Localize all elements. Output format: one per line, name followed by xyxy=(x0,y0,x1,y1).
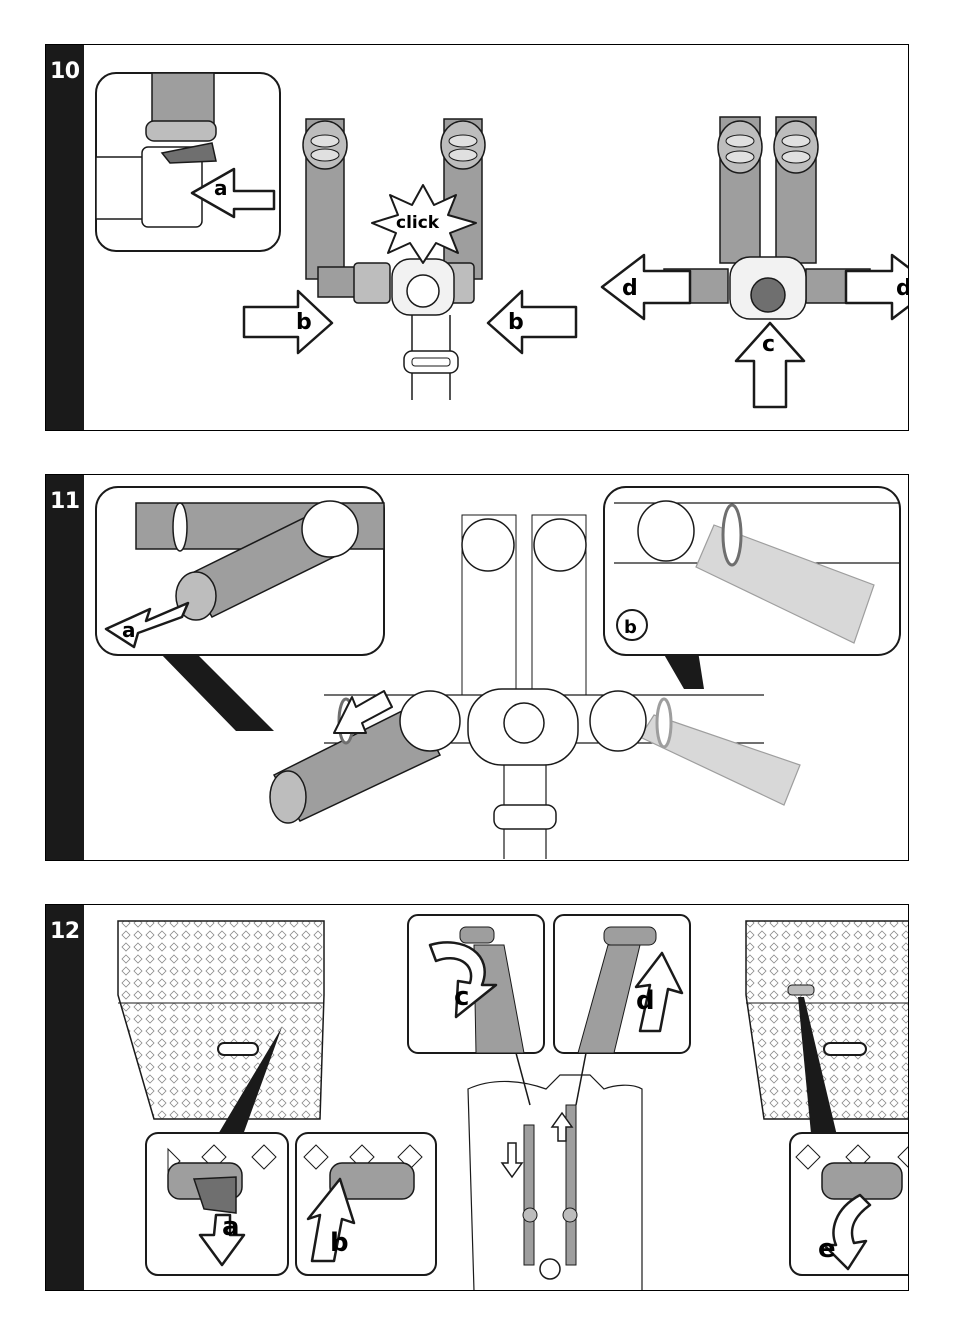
step-bar: 10 xyxy=(46,45,84,430)
label-click: click xyxy=(396,213,440,233)
label-a: a xyxy=(122,618,136,642)
label-b: b xyxy=(624,617,637,638)
step-12-panel: 12 a xyxy=(45,904,909,1291)
step-number: 11 xyxy=(50,489,80,514)
seat-back-left: a xyxy=(118,921,324,1275)
step-bar: 11 xyxy=(46,475,84,860)
label-a: a xyxy=(214,176,228,200)
step-number: 10 xyxy=(50,59,80,84)
step-10-illustration: a click b xyxy=(84,45,909,430)
harness-unbuckle-figure: click b b xyxy=(244,119,576,400)
label-b-right: b xyxy=(508,310,524,335)
inset-detail-a: a xyxy=(96,73,280,251)
step-11-panel: 11 a b xyxy=(45,474,909,861)
label-b: b xyxy=(330,1228,349,1258)
step-10-panel: 10 a xyxy=(45,44,909,431)
label-c: c xyxy=(762,332,775,357)
step-12-illustration: a b c d xyxy=(84,905,909,1290)
inset-c: c xyxy=(408,915,544,1053)
label-b-left: b xyxy=(296,310,312,335)
step-bar: 12 xyxy=(46,905,84,1290)
label-e: e xyxy=(818,1234,836,1264)
label-d: d xyxy=(636,986,655,1016)
seat-back-right: e xyxy=(746,921,909,1275)
label-d-left: d xyxy=(622,276,638,301)
step-number: 12 xyxy=(50,919,80,944)
inset-d: d xyxy=(554,915,690,1053)
step-11-illustration: a b xyxy=(84,475,909,860)
label-d-right: d xyxy=(896,276,909,301)
inset-b: b xyxy=(296,1133,436,1275)
seat-center xyxy=(468,1053,642,1290)
inset-pad-slide: b xyxy=(604,487,900,689)
label-a: a xyxy=(222,1212,240,1242)
harness-release-figure: d d c xyxy=(602,117,909,407)
label-c: c xyxy=(454,982,469,1012)
